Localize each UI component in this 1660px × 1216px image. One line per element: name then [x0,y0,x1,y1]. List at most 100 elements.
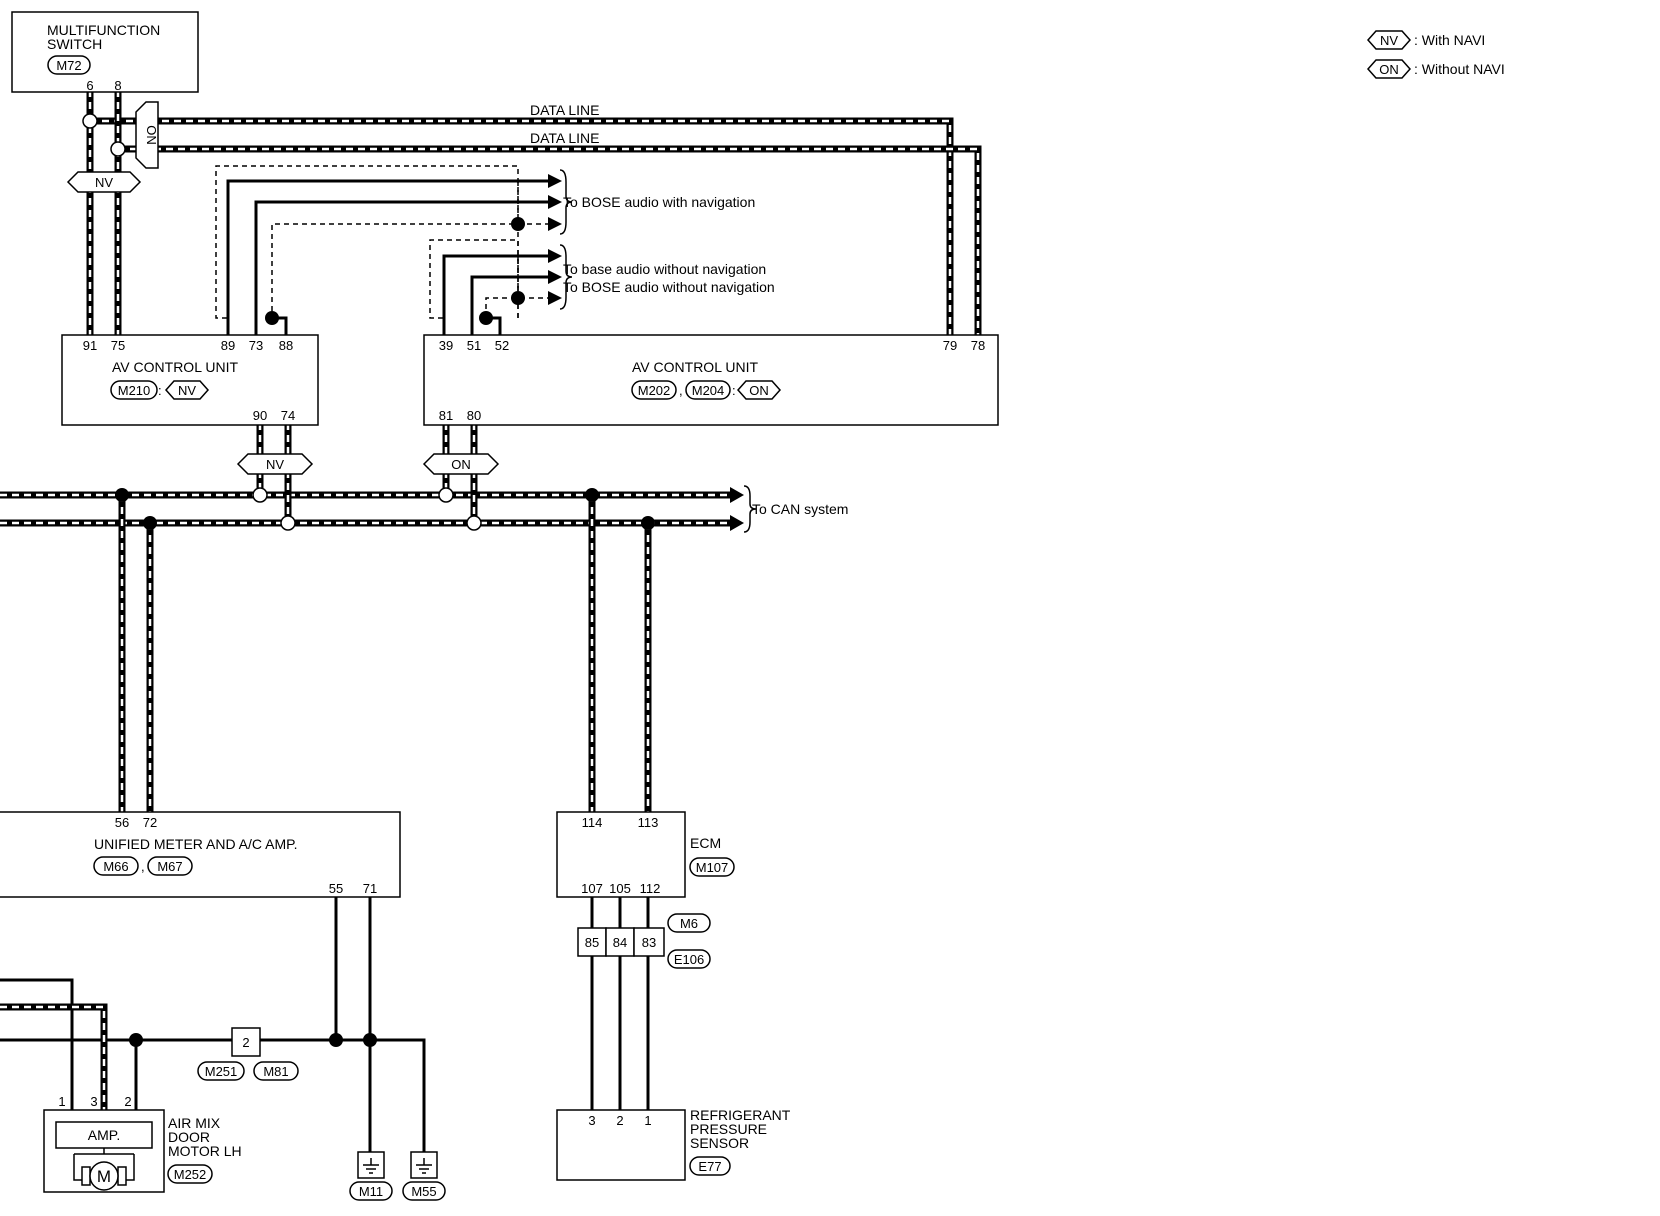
legend: NV : With NAVI ON : Without NAVI [1366,30,1505,79]
svg-text:39: 39 [439,338,453,353]
svg-text:78: 78 [971,338,985,353]
data-line-bus-2 [114,90,982,335]
svg-text:84: 84 [613,935,627,950]
svg-text:1: 1 [644,1113,651,1128]
svg-text::: : [158,383,162,398]
refrigerant-pressure-sensor: 3 2 1 REFRIGERANT PRESSURE SENSOR E77 [556,1107,791,1181]
svg-text:: With NAVI: : With NAVI [1414,32,1485,48]
svg-text:M66: M66 [103,859,128,874]
svg-text:52: 52 [495,338,509,353]
svg-text:83: 83 [642,935,656,950]
svg-text:71: 71 [363,881,377,896]
air-mix-door-motor-lh: 1 3 2 AMP. M AIR MIX DOOR MOTOR LH M252 [43,1094,242,1193]
svg-text:AIR MIX: AIR MIX [168,1115,221,1131]
svg-text:81: 81 [439,408,453,423]
svg-text:AV CONTROL UNIT: AV CONTROL UNIT [112,359,238,375]
av-control-unit-nv: 91 75 89 73 88 AV CONTROL UNIT M210 : NV… [61,334,319,426]
svg-text:90: 90 [253,408,267,423]
svg-text:E77: E77 [698,1159,721,1174]
svg-text:8: 8 [114,78,121,93]
svg-text:DOOR: DOOR [168,1129,210,1145]
audio-wires-on [429,239,548,335]
svg-text:PRESSURE: PRESSURE [690,1121,767,1137]
svg-text::: : [732,383,736,398]
svg-text:105: 105 [609,881,631,896]
svg-text:M67: M67 [157,859,182,874]
svg-text:107: 107 [581,881,603,896]
joint-connector: 85 84 83 M6 E106 [577,913,711,969]
multifunction-switch: MULTIFUNCTION SWITCH M72 6 8 [11,11,199,93]
svg-text:56: 56 [115,815,129,830]
svg-text:73: 73 [249,338,263,353]
svg-text:AV CONTROL UNIT: AV CONTROL UNIT [632,359,758,375]
svg-text:75: 75 [111,338,125,353]
ground-m11: M11 [349,1151,393,1201]
svg-text:1: 1 [58,1094,65,1109]
to-can-label: To CAN system [752,501,848,517]
svg-text:,: , [679,383,683,398]
svg-text:M11: M11 [359,1184,383,1199]
svg-text:NV: NV [178,383,196,398]
svg-text:M55: M55 [411,1184,436,1199]
svg-text:72: 72 [143,815,157,830]
to-bose-no-nav-label: To BOSE audio without navigation [563,279,775,295]
on-marker-can: ON [422,453,500,475]
svg-text:114: 114 [582,815,603,830]
junction-dots [82,113,655,1047]
svg-text:REFRIGERANT: REFRIGERANT [690,1107,791,1123]
can-branches [118,423,652,812]
svg-text:M72: M72 [56,58,81,73]
svg-text:M6: M6 [680,916,698,931]
svg-text:74: 74 [281,408,295,423]
svg-text:51: 51 [467,338,481,353]
svg-text:2: 2 [616,1113,623,1128]
to-base-label: To base audio without navigation [563,261,766,277]
splice-connector: 2 M251 M81 [197,1027,299,1081]
svg-text:SWITCH: SWITCH [47,36,102,52]
arrowheads [548,174,744,531]
svg-text:MOTOR LH: MOTOR LH [168,1143,242,1159]
svg-text:ON: ON [1379,62,1399,77]
svg-text:SENSOR: SENSOR [690,1135,749,1151]
svg-text:3: 3 [588,1113,595,1128]
svg-text:ON: ON [451,457,471,472]
svg-text:UNIFIED METER AND A/C AMP.: UNIFIED METER AND A/C AMP. [94,836,298,852]
to-bose-nav-label: To BOSE audio with navigation [563,194,755,210]
svg-text:2: 2 [124,1094,131,1109]
svg-text:89: 89 [221,338,235,353]
svg-text:113: 113 [638,815,659,830]
data-line-bus-1 [86,90,954,335]
svg-text:85: 85 [585,935,599,950]
svg-text:80: 80 [467,408,481,423]
unified-meter-ac-amp: 56 72 UNIFIED METER AND A/C AMP. M66 , M… [0,811,401,898]
svg-text:M252: M252 [174,1167,207,1182]
svg-text:NV: NV [95,175,113,190]
svg-text:E106: E106 [674,952,704,967]
svg-text:AMP.: AMP. [88,1127,120,1143]
svg-text:M210: M210 [118,383,151,398]
svg-text:91: 91 [83,338,97,353]
svg-text:,: , [141,859,145,874]
ecm: 114 113 107 105 112 ECM M107 [556,811,735,898]
svg-text:79: 79 [943,338,957,353]
data-line-label-1: DATA LINE [530,102,600,118]
on-marker-top: ON [135,101,159,169]
svg-text:M202: M202 [638,383,671,398]
svg-text:M204: M204 [692,383,725,398]
svg-text:M107: M107 [696,860,729,875]
svg-text:2: 2 [242,1035,249,1050]
svg-text:: Without NAVI: : Without NAVI [1414,61,1505,77]
svg-text:6: 6 [86,78,93,93]
braces [559,169,757,533]
audio-wires-nv [215,165,548,335]
nv-marker-top: NV [66,171,142,193]
svg-text:NV: NV [1380,33,1398,48]
svg-text:112: 112 [640,881,661,896]
svg-text:88: 88 [279,338,293,353]
data-line-label-2: DATA LINE [530,130,600,146]
nv-marker-can: NV [236,453,314,475]
can-bus [0,491,730,527]
svg-text:M: M [97,1167,111,1186]
svg-text:ECM: ECM [690,835,721,851]
